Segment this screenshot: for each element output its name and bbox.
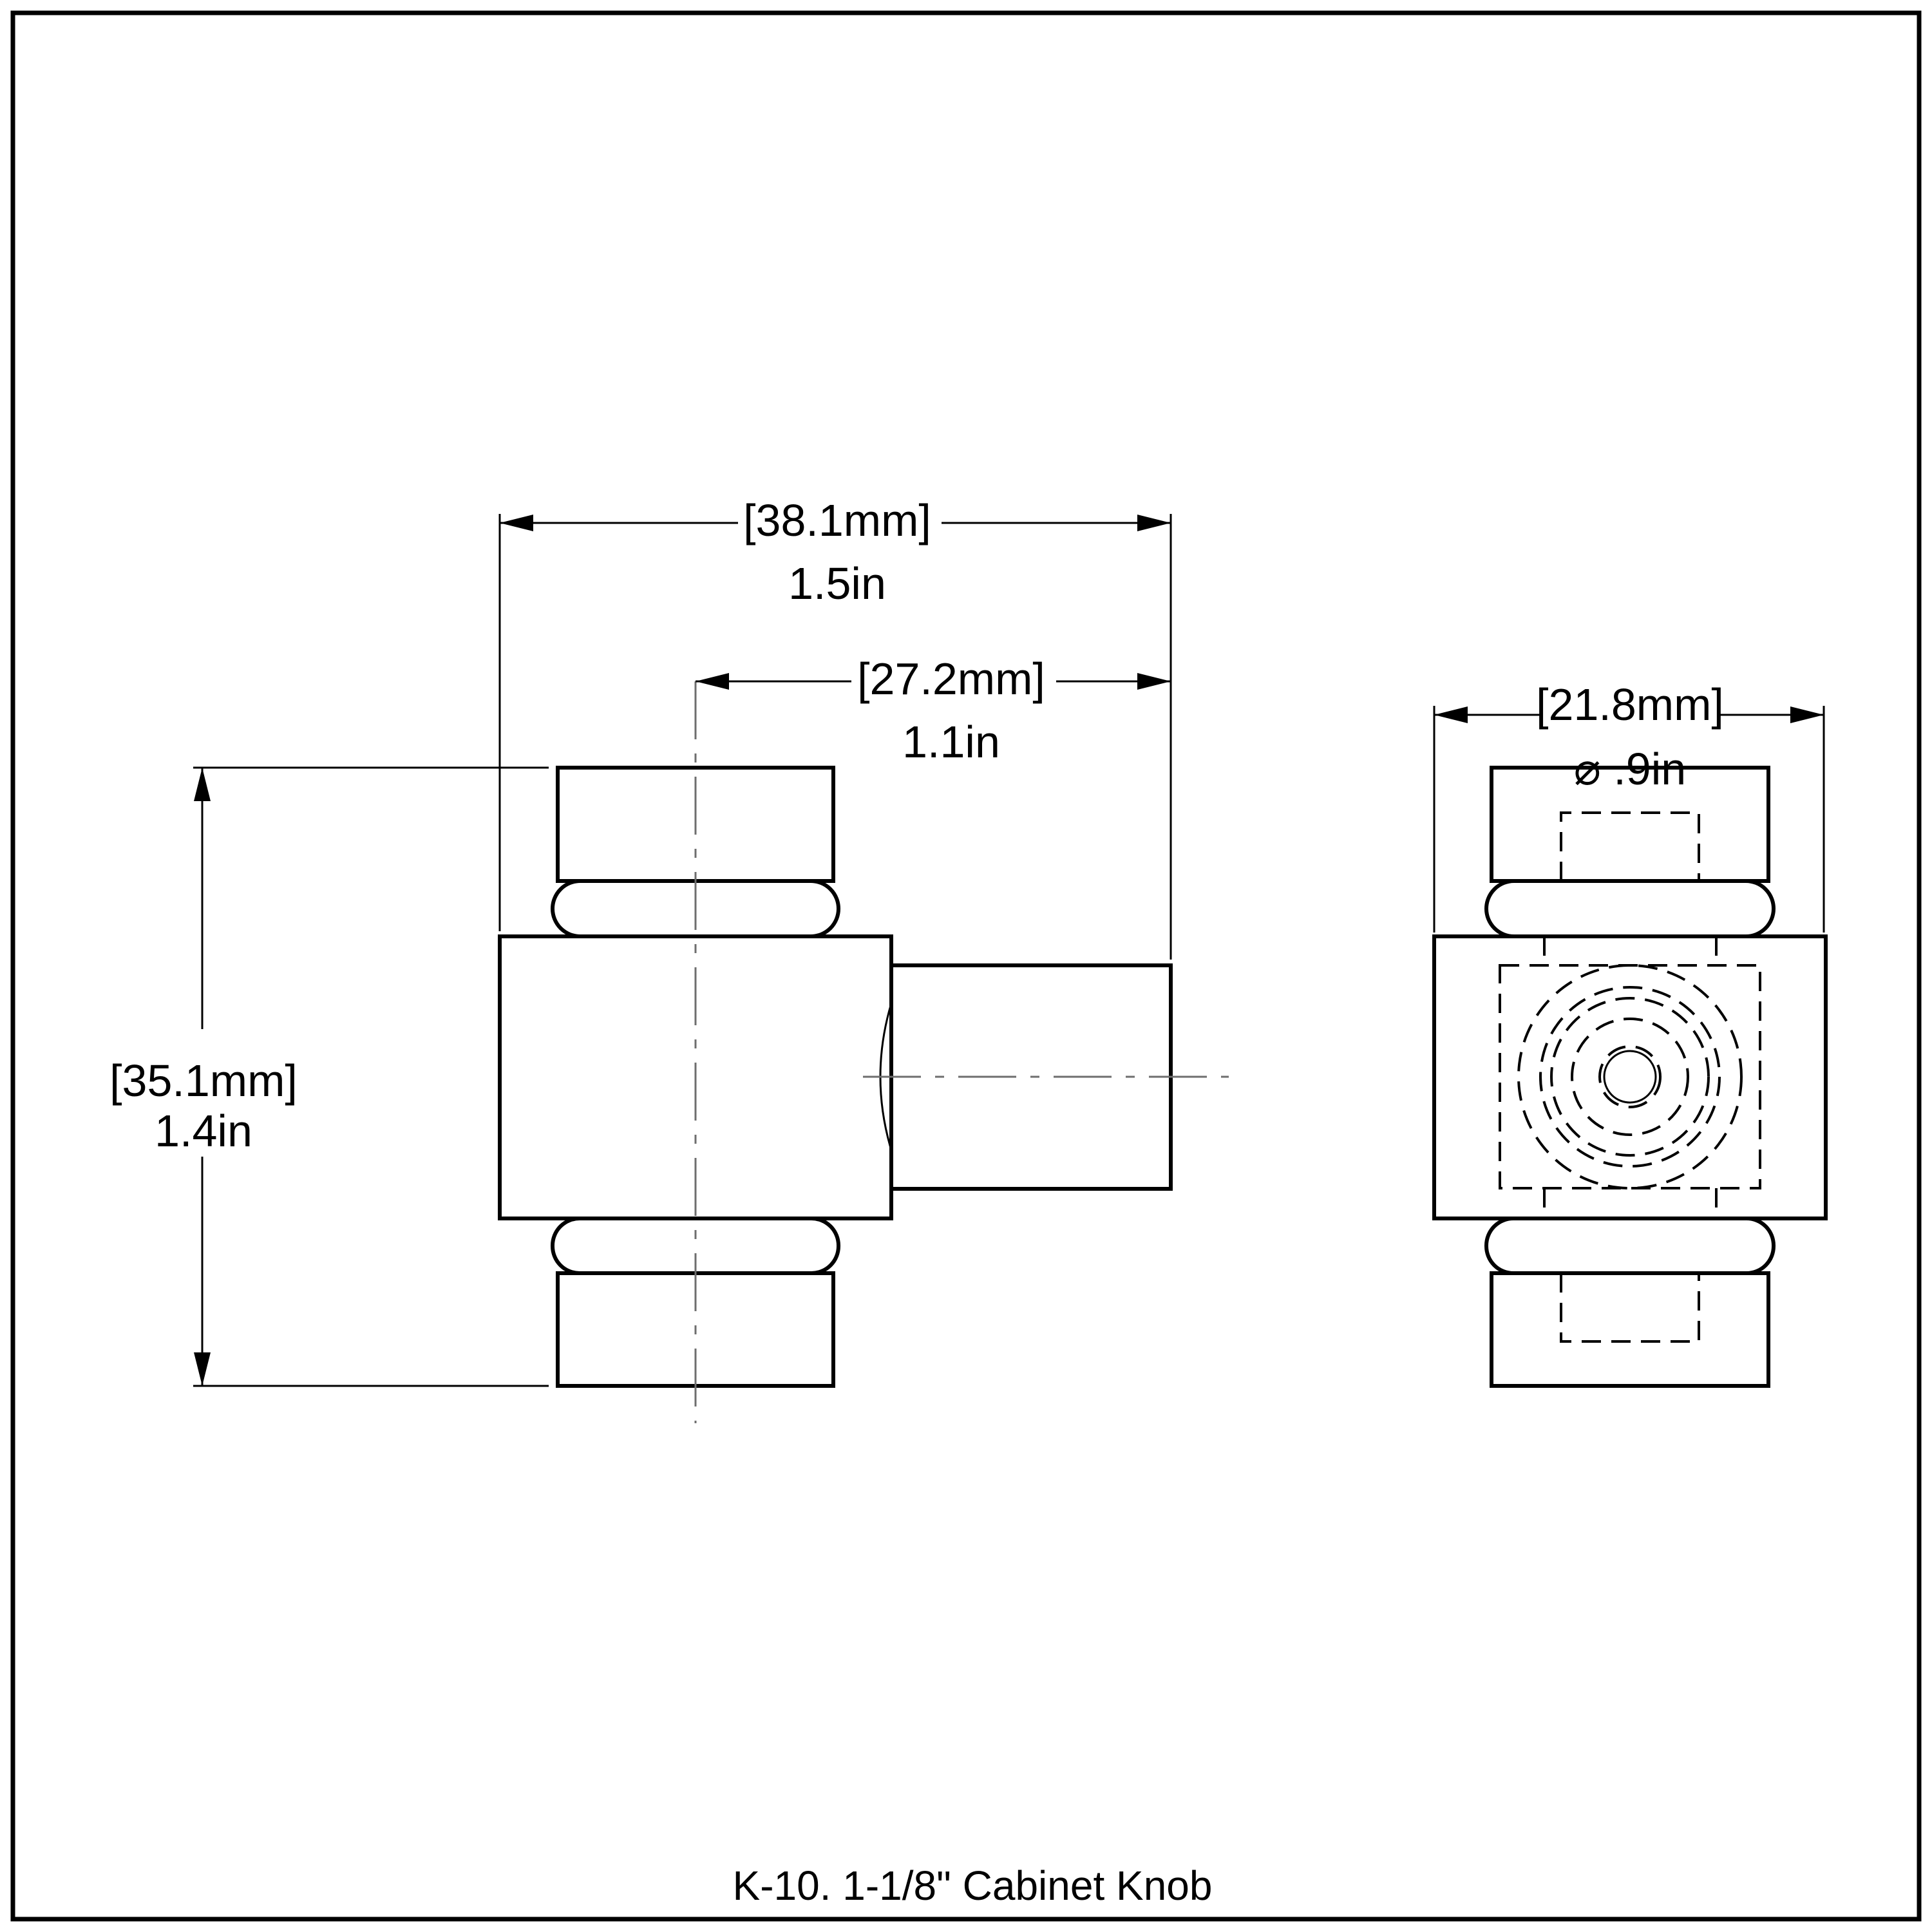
dimension-label-metric: [21.8mm]: [1536, 679, 1724, 730]
front-knob-body: [1432, 934, 1828, 1220]
hidden-shank-top: [1560, 811, 1700, 881]
dimension-label-metric: [38.1mm]: [743, 495, 931, 545]
dimension-label-metric: [27.2mm]: [857, 654, 1045, 704]
dimension-overall-width: [38.1mm] 1.5in: [498, 495, 1172, 960]
screw-hole-thread: [1598, 1045, 1662, 1108]
dimension-overall-height: [35.1mm] 1.4in: [109, 766, 549, 1387]
dimension-stem-projection: [27.2mm] 1.1in: [696, 654, 1171, 767]
front-cap-top: [1490, 766, 1770, 883]
front-cap-bottom: [1490, 1271, 1770, 1388]
arrowhead-right: [1137, 673, 1171, 690]
hidden-shank-bottom: [1560, 1273, 1700, 1343]
dimension-label-imperial: 1.4in: [155, 1106, 252, 1156]
hidden-profile-circle: [1550, 997, 1710, 1157]
arrowhead-right: [1790, 706, 1824, 723]
front-view: [1432, 766, 1828, 1388]
dimension-label-imperial: ⌀ .9in: [1574, 744, 1686, 794]
dimension-label-imperial: 1.1in: [902, 717, 1000, 767]
arrowhead-left: [1434, 706, 1468, 723]
arrowhead-up: [194, 768, 211, 801]
arrowhead-left: [500, 515, 533, 531]
hidden-profile-circle: [1571, 1018, 1689, 1136]
front-neck-ring-top: [1484, 879, 1776, 938]
side-view: [498, 681, 1229, 1423]
screw-hole: [1603, 1050, 1657, 1104]
dimension-label-imperial: 1.5in: [788, 558, 886, 609]
hidden-profile-circle: [1539, 986, 1721, 1168]
caption: K-10. 1-1/8" Cabinet Knob: [733, 1862, 1213, 1909]
dimension-label-metric: [35.1mm]: [109, 1056, 298, 1106]
arrowhead-down: [194, 1352, 211, 1386]
front-neck-ring-bottom: [1484, 1217, 1776, 1275]
arrowhead-right: [1137, 515, 1171, 531]
border-frame: [10, 10, 1922, 1922]
hidden-stem-square: [1499, 964, 1761, 1189]
arrowhead-left: [696, 673, 729, 690]
dimension-knob-diameter: [21.8mm] ⌀ .9in: [1433, 679, 1825, 933]
hidden-profile-circle: [1517, 964, 1743, 1189]
